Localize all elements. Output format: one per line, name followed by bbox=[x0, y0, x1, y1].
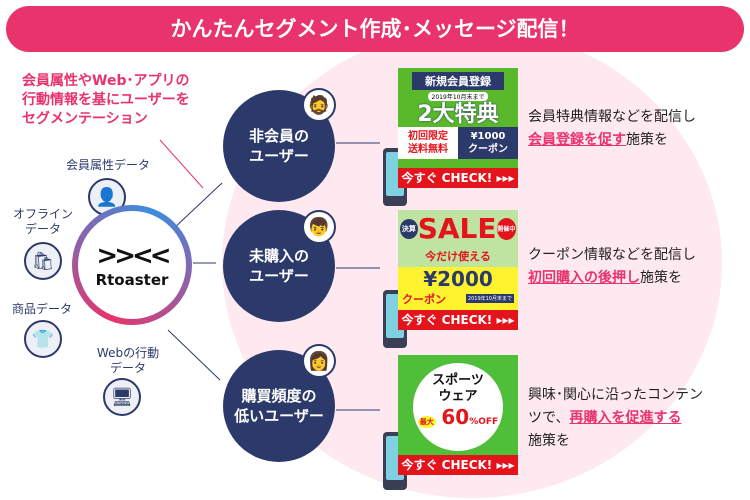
check-button: 今すぐ CHECK! ▸▸▸ bbox=[398, 310, 518, 330]
text: 新規会員登録 bbox=[412, 72, 504, 90]
text: 会員特典情報などを配信し bbox=[528, 109, 696, 125]
text: SALE bbox=[417, 212, 497, 246]
caption-line: 行動情報を基にユーザーを bbox=[22, 92, 190, 108]
avatar-icon: 🧔 bbox=[302, 88, 336, 122]
text: 最大 bbox=[417, 416, 436, 428]
segment-description: 興味･関心に沿ったコンテン ツで、再購入を促進する 施策を bbox=[528, 384, 703, 453]
text: 低いユーザー bbox=[234, 407, 324, 425]
text: 購買頻度の bbox=[241, 387, 317, 405]
segment-description: クーポン情報などを配信し 初回購入の後押し施策を bbox=[528, 244, 696, 290]
text: ¥2000 bbox=[423, 266, 493, 291]
text: 今だけ使える bbox=[425, 249, 491, 263]
rtoaster-hub: >><<Rtoaster bbox=[72, 205, 192, 325]
text: 非会員の bbox=[248, 127, 309, 145]
avatar-icon: 👦 bbox=[302, 210, 336, 244]
text: クーポン bbox=[402, 292, 446, 306]
segmentation-caption: 会員属性やWeb･アプリの 行動情報を基にユーザーを セグメンテーション bbox=[22, 72, 190, 129]
text: スポーツ ウェア bbox=[432, 373, 484, 404]
page-title: かんたんセグメント作成･メッセージ配信！ bbox=[6, 6, 744, 52]
avatar-icon: 👩 bbox=[302, 344, 336, 378]
segment-description: 会員特典情報などを配信し 会員登録を促す施策を bbox=[528, 106, 696, 152]
text: 施策を bbox=[528, 433, 570, 449]
text: 再購入を促進する bbox=[569, 410, 682, 426]
devices-icon: 🖥 bbox=[103, 378, 141, 416]
check-button: 今すぐ CHECK! ▸▸▸ bbox=[398, 455, 518, 475]
banner-member-signup[interactable]: 新規会員登録 2019年10月末まで 2大特典 初回限定 送料無料 ¥1000 … bbox=[398, 68, 518, 188]
text: ¥1000 クーポン bbox=[458, 127, 518, 159]
text: 2大特典 bbox=[417, 102, 499, 127]
text: クーポン情報などを配信し bbox=[528, 247, 696, 263]
text: 会員登録を促す bbox=[528, 132, 626, 148]
text: 60 bbox=[441, 405, 470, 429]
banner-sale-coupon[interactable]: 決算 SALE 開催中 今だけ使える ¥2000 クーポン 2019年10月末まで… bbox=[398, 210, 518, 330]
text: %OFF bbox=[469, 417, 499, 427]
rtoaster-logo-icon: >><< bbox=[96, 241, 171, 271]
tshirt-icon: 👕 bbox=[24, 320, 62, 358]
text: 開催中 bbox=[496, 217, 516, 240]
text: ユーザー bbox=[249, 147, 309, 165]
text: 決算 bbox=[400, 218, 418, 239]
banner-sportswear[interactable]: スポーツ ウェア 最大 60%OFF 今すぐ CHECK! ▸▸▸ bbox=[398, 355, 518, 475]
text: 2019年10月末まで bbox=[465, 294, 514, 304]
text: ユーザー bbox=[249, 267, 309, 285]
hub-name: Rtoaster bbox=[95, 271, 169, 289]
caption-line: 会員属性やWeb･アプリの bbox=[22, 73, 190, 89]
text: 2019年10月末まで bbox=[428, 92, 488, 101]
text: 未購入の bbox=[248, 247, 309, 265]
shopping-bag-icon: 🛍 bbox=[24, 242, 62, 280]
source-label: 商品データ bbox=[11, 302, 72, 316]
text: 初回限定 送料無料 bbox=[398, 127, 458, 159]
text: 施策を bbox=[626, 132, 668, 148]
caption-line: セグメンテーション bbox=[22, 111, 148, 127]
source-label: Webの行動 データ bbox=[96, 346, 160, 375]
source-label: オフライン データ bbox=[12, 207, 73, 236]
text: ツで、 bbox=[528, 410, 570, 426]
text: 施策を bbox=[640, 270, 682, 286]
text: 初回購入の後押し bbox=[528, 270, 640, 286]
source-label: 会員属性データ bbox=[65, 158, 150, 172]
text: 興味･関心に沿ったコンテン bbox=[528, 387, 703, 403]
check-button: 今すぐ CHECK! ▸▸▸ bbox=[398, 168, 518, 188]
